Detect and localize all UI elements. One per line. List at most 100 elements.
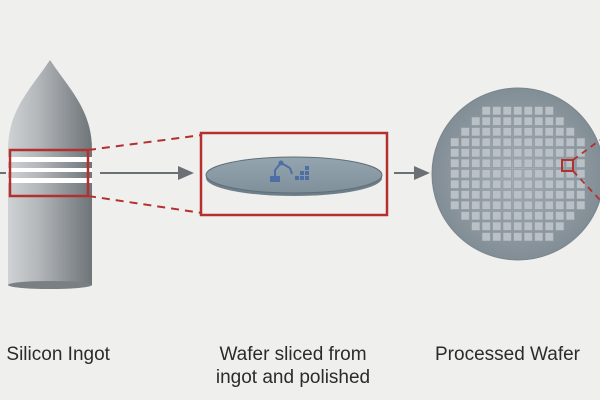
die — [492, 221, 502, 231]
processed-wafer — [431, 87, 600, 261]
die — [492, 106, 502, 116]
die — [492, 137, 502, 147]
die — [513, 127, 523, 137]
die — [544, 158, 554, 168]
die — [481, 116, 491, 126]
die — [492, 232, 502, 242]
die — [555, 190, 565, 200]
die — [523, 127, 533, 137]
die — [523, 190, 533, 200]
die — [544, 148, 554, 158]
die-zoom-line-top — [572, 139, 600, 161]
die — [555, 221, 565, 231]
die — [544, 137, 554, 147]
die — [513, 148, 523, 158]
zoom-line-top — [87, 134, 203, 151]
die — [471, 190, 481, 200]
die — [544, 116, 554, 126]
die — [534, 211, 544, 221]
die — [492, 200, 502, 210]
die — [450, 148, 460, 158]
die — [471, 169, 481, 179]
die — [502, 137, 512, 147]
die — [502, 200, 512, 210]
die — [481, 211, 491, 221]
die — [555, 200, 565, 210]
die — [565, 190, 575, 200]
die — [523, 232, 533, 242]
die — [471, 127, 481, 137]
die — [450, 158, 460, 168]
die — [492, 116, 502, 126]
die — [534, 127, 544, 137]
ingot-slice-3 — [8, 178, 92, 183]
arrow-wafer-to-processed — [394, 166, 430, 180]
die — [481, 106, 491, 116]
die — [534, 169, 544, 179]
die — [502, 179, 512, 189]
arrow-ingot-to-wafer — [100, 166, 194, 180]
die — [513, 158, 523, 168]
die — [523, 169, 533, 179]
die — [492, 190, 502, 200]
die — [502, 211, 512, 221]
die — [576, 148, 586, 158]
die — [471, 137, 481, 147]
die — [502, 232, 512, 242]
die — [460, 169, 470, 179]
die-grid — [450, 106, 586, 242]
die — [492, 127, 502, 137]
die — [576, 190, 586, 200]
die — [523, 200, 533, 210]
wafer-label-line-2: ingot and polished — [215, 367, 371, 388]
chip-stack-icon — [295, 166, 309, 180]
die — [502, 169, 512, 179]
die — [523, 158, 533, 168]
die — [471, 211, 481, 221]
die — [481, 158, 491, 168]
die — [513, 116, 523, 126]
die — [502, 127, 512, 137]
die — [460, 190, 470, 200]
die — [502, 221, 512, 231]
die — [492, 158, 502, 168]
die — [565, 127, 575, 137]
zoom-line-bottom — [87, 195, 203, 214]
die — [565, 179, 575, 189]
die — [460, 200, 470, 210]
ingot-slice-2 — [8, 168, 92, 172]
wafer-slice — [199, 131, 389, 217]
die — [555, 148, 565, 158]
die — [513, 106, 523, 116]
ingot-label: ed Silicon Ingot — [0, 344, 110, 365]
die — [513, 221, 523, 231]
die — [492, 211, 502, 221]
die — [523, 148, 533, 158]
die — [555, 127, 565, 137]
die — [576, 169, 586, 179]
die — [534, 137, 544, 147]
silicon-ingot — [8, 60, 92, 289]
die — [460, 127, 470, 137]
die — [544, 200, 554, 210]
die — [450, 137, 460, 147]
die-zoom-line-bottom — [572, 170, 600, 201]
die — [576, 137, 586, 147]
die — [555, 116, 565, 126]
die — [544, 211, 554, 221]
die — [502, 116, 512, 126]
die — [471, 116, 481, 126]
ingot-slice-1 — [8, 157, 92, 162]
wafer-label: Wafer sliced from ingot and polished — [198, 343, 388, 389]
die — [513, 211, 523, 221]
die — [513, 200, 523, 210]
die — [523, 116, 533, 126]
die — [460, 158, 470, 168]
die — [523, 137, 533, 147]
die — [544, 232, 554, 242]
die — [492, 148, 502, 158]
die — [513, 137, 523, 147]
die — [544, 190, 554, 200]
die — [565, 200, 575, 210]
